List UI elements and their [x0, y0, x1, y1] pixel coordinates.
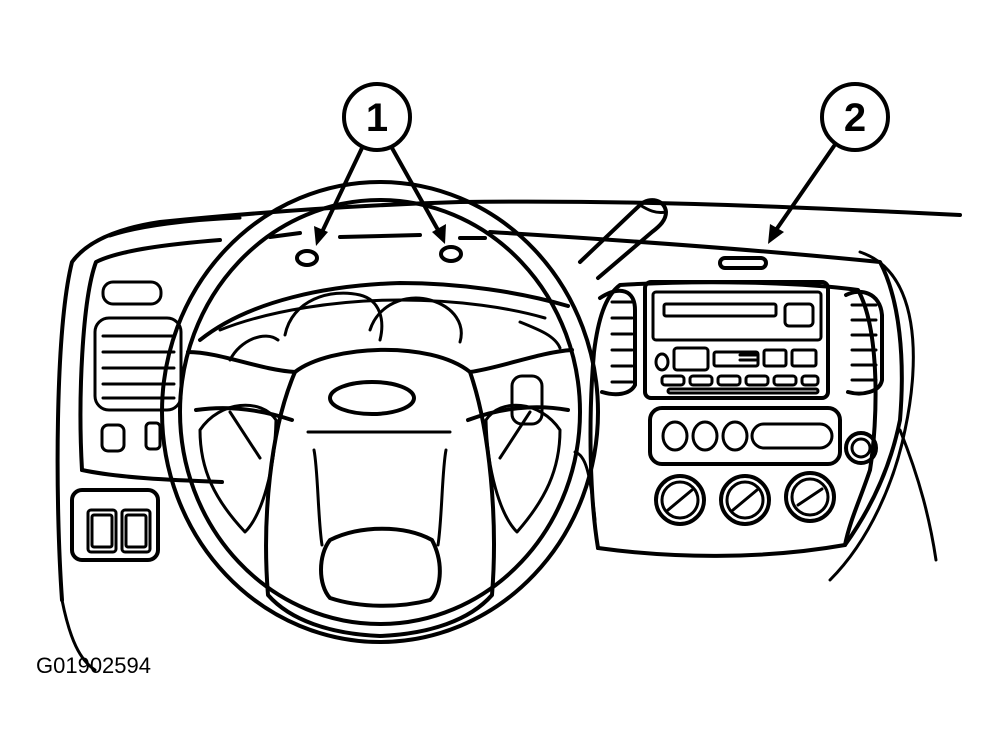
dash-vent-slots: [268, 231, 487, 240]
lower-left-switch-panel: [70, 488, 160, 562]
left-buttons: [100, 421, 162, 453]
leader-1b: [390, 146, 446, 244]
callout-1: 1: [342, 82, 412, 152]
leader-2: [768, 144, 836, 244]
mounting-bolts: [295, 245, 463, 267]
center-vent-right: [844, 289, 884, 396]
radio-unit: [643, 280, 830, 400]
cigarette-lighter: [844, 431, 878, 465]
stalk-lever: [578, 198, 668, 280]
callout-2: 2: [820, 82, 890, 152]
dashboard-outline: [55, 199, 962, 672]
steering-wheel: [160, 180, 600, 644]
instrument-cluster: [198, 281, 570, 362]
callout-1-label: 1: [366, 96, 388, 140]
left-vent: [93, 280, 183, 412]
control-buttons: [648, 406, 842, 466]
dash-sensor: [718, 256, 768, 270]
leader-1a: [314, 146, 364, 246]
center-vent-left: [598, 288, 637, 397]
climate-knobs: [654, 471, 836, 526]
figure-code: G01902594: [36, 653, 151, 678]
callout-2-label: 2: [844, 96, 866, 140]
